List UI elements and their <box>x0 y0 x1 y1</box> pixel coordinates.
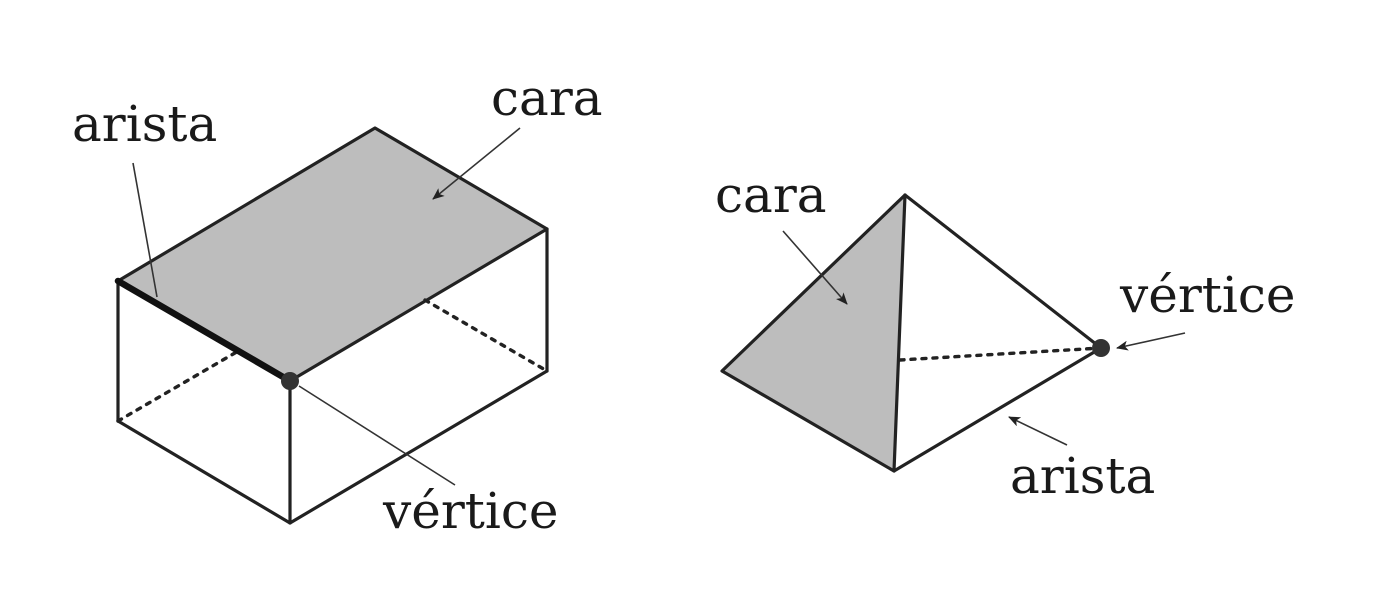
prism-top-back-edges <box>116 126 549 383</box>
prism-face-pointer <box>432 127 521 200</box>
prism-vertex-pointer <box>298 385 456 486</box>
pyramid-edge-pointer <box>1008 416 1068 446</box>
prism-hidden-edge-back-right <box>423 298 549 373</box>
prism-vertex-label: vértice <box>382 482 558 540</box>
rectangular-prism: cara arista vértice <box>72 69 603 540</box>
pyramid-vertex-dot <box>1092 339 1110 357</box>
prism-bottom-edges <box>116 369 549 525</box>
pyramid-edge-label: arista <box>1010 447 1155 505</box>
prism-vertex-dot <box>281 372 299 390</box>
prism-face-label: cara <box>491 69 603 127</box>
pyramid-vertex-label: vértice <box>1119 266 1295 324</box>
prism-edge-pointer <box>132 162 158 298</box>
pyramid-face-pointer <box>782 230 848 305</box>
prism-hidden-edge-back-left <box>116 348 242 423</box>
pyramid-vertex-pointer <box>1116 332 1186 351</box>
prism-highlighted-edge <box>114 277 294 385</box>
pyramid-front-edge <box>892 193 907 473</box>
pyramid-front-face <box>722 195 905 471</box>
pyramid: cara vértice arista <box>715 166 1295 505</box>
pyramid-hidden-edge <box>898 346 1103 362</box>
prism-edge-label: arista <box>72 95 217 153</box>
pyramid-face-label: cara <box>715 166 827 224</box>
prism-top-face <box>118 128 547 381</box>
